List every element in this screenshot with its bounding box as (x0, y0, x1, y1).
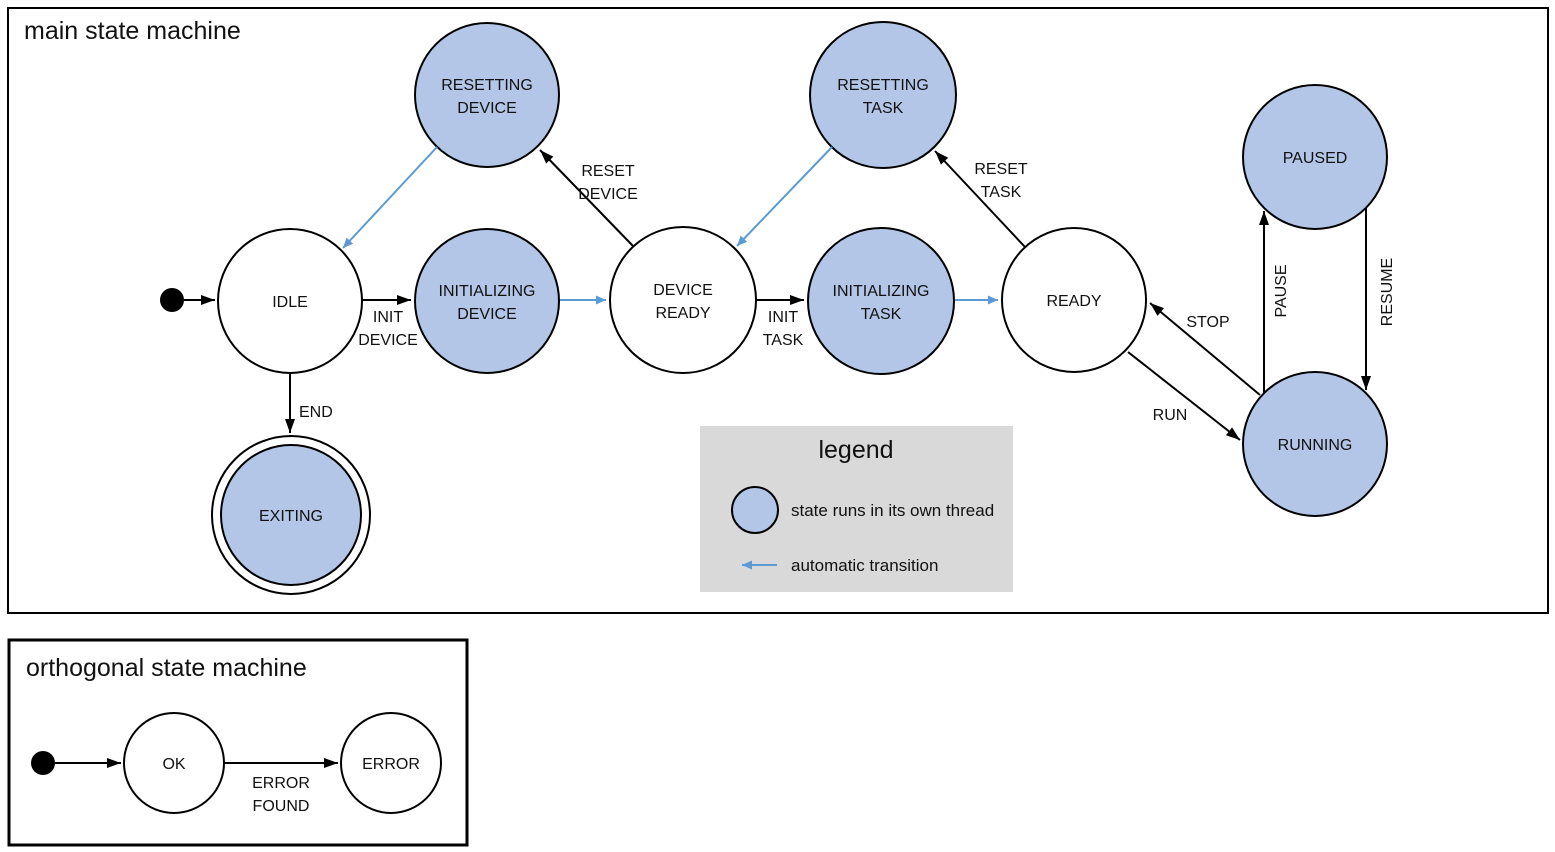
transition-label-pause: PAUSE (1273, 264, 1290, 317)
state-exiting (220, 444, 362, 586)
transition-reset-task (934, 150, 1026, 248)
state-label-exiting: EXITING (259, 508, 323, 525)
main-state-machine-title: main state machine (24, 17, 241, 45)
state-label-idle: IDLE (272, 294, 308, 311)
orthogonal-state-machine-title: orthogonal state machine (26, 654, 307, 682)
thread-state-icon (731, 486, 779, 534)
state-label-running: RUNNING (1278, 437, 1353, 454)
state-initializing-task (807, 227, 955, 375)
initial-state-dot (31, 751, 55, 775)
legend-title: legend (818, 436, 893, 464)
legend-automatic-transition-label: automatic transition (791, 556, 938, 575)
initial-state-dot (160, 288, 184, 312)
main-state-machine-box (7, 7, 1549, 614)
transition-label-end: END (299, 404, 333, 421)
legend-thread-state-label: state runs in its own thread (791, 501, 994, 520)
transition-run (1127, 351, 1241, 441)
state-label-ok: OK (162, 756, 185, 773)
state-ready (1001, 227, 1147, 373)
state-initializing-device (414, 228, 560, 374)
state-label-ready: READY (1046, 293, 1101, 310)
state-running (1242, 371, 1388, 517)
orthogonal-state-machine-box (7, 638, 469, 847)
transition-resetting-task-done (736, 146, 833, 247)
transition-label-stop: STOP (1186, 314, 1229, 331)
state-label-paused: PAUSED (1283, 150, 1348, 167)
transition-label-resume: RESUME (1379, 258, 1396, 326)
transition-resetting-device-done (342, 146, 438, 249)
state-label-error: ERROR (362, 756, 420, 773)
transition-reset-device (539, 149, 634, 247)
state-paused (1242, 84, 1388, 230)
state-resetting-task (809, 21, 957, 169)
state-device-ready (609, 226, 757, 374)
legend: legend state runs in its own thread auto… (700, 426, 1013, 592)
transition-stop (1149, 302, 1261, 396)
state-resetting-device (414, 22, 560, 168)
state-error (340, 712, 442, 814)
transition-label-run: RUN (1153, 407, 1188, 424)
